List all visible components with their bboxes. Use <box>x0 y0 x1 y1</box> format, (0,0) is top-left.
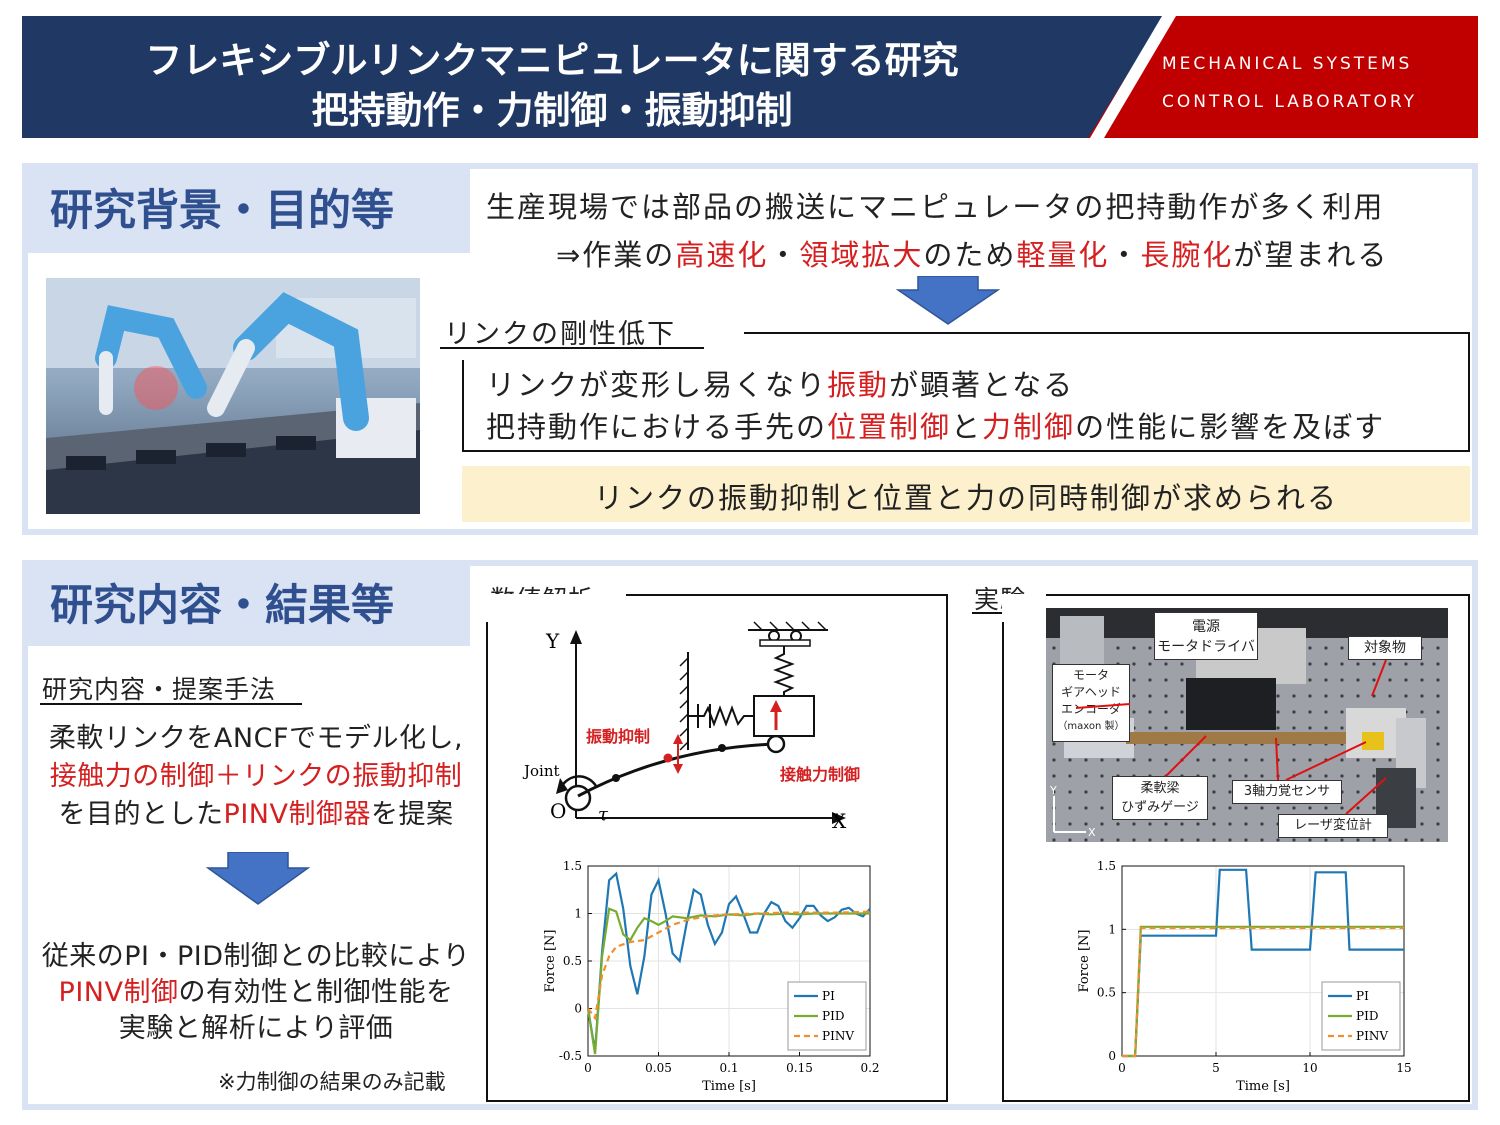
y-tick-label-1: 0 <box>574 1002 582 1016</box>
y-tick-label-0: 0 <box>1108 1049 1116 1063</box>
legend-label-pinv: PINV <box>1356 1029 1388 1043</box>
series-pinv-line <box>587 910 871 1021</box>
legend-label-pid: PID <box>822 1009 844 1023</box>
photo-axis-y: Y <box>1049 784 1057 797</box>
background-tab: 研究背景・目的等 <box>28 169 470 253</box>
rigidity-box <box>462 332 1470 452</box>
lab-name-line1: MECHANICAL SYSTEMS <box>1162 54 1413 74</box>
rigidity-box-left <box>462 360 464 452</box>
analysis-frame-left <box>486 622 488 1102</box>
title-line1: フレキシブルリンクマニピュレータに関する研究 <box>145 39 959 82</box>
y-tick-label-4: 1.5 <box>563 859 582 873</box>
axis-y-label: Y <box>545 629 560 653</box>
legend-label-pi: PI <box>822 989 835 1003</box>
x-tick-label-0: 0 <box>1118 1061 1126 1075</box>
robot-arms-photo <box>46 278 420 514</box>
x-axis-label: Time [s] <box>1236 1079 1290 1094</box>
x-tick-label-2: 10 <box>1302 1061 1317 1075</box>
bg-line2: ⇒作業の高速化・領域拡大のため軽量化・長腕化が望まれる <box>556 238 1389 272</box>
conclusion-text: リンクの振動抑制と位置と力の同時制御が求められる <box>593 481 1338 515</box>
y-tick-label-2: 1 <box>1108 922 1116 936</box>
x-tick-label-1: 5 <box>1212 1061 1220 1075</box>
series-pi-line <box>586 871 871 1052</box>
experiment-frame-top <box>1046 594 1470 596</box>
y-tick-label-3: 1.5 <box>1097 859 1116 873</box>
method-heading: 研究内容・提案手法 <box>42 675 277 704</box>
bg-line1: 生産現場では部品の搬送にマニピュレータの把持動作が多く利用 <box>486 190 1385 224</box>
eval-line3: 実験と解析により評価 <box>118 1013 394 1044</box>
header-red-band <box>1088 16 1478 138</box>
legend-label-pi: PI <box>1356 989 1369 1003</box>
photo-axis-x: X <box>1088 826 1096 839</box>
label-force-sensor: 3軸力覚センサ <box>1232 780 1342 804</box>
note-text: ※力制御の結果のみ記載 <box>218 1070 446 1094</box>
y-tick-label-2: 0.5 <box>563 954 582 968</box>
eval-line1: 従来のPI・PID制御との比較により <box>41 941 471 972</box>
method-underline <box>40 703 302 705</box>
content-tab: 研究内容・結果等 <box>28 566 470 646</box>
axis-x-label: X <box>832 809 847 833</box>
method-line2: 接触力の制御＋リンクの振動抑制 <box>49 761 463 792</box>
vibration-suppression-label: 振動抑制 <box>586 727 650 746</box>
series-pinv-line <box>1122 926 1404 1058</box>
legend-label-pinv: PINV <box>822 1029 854 1043</box>
series-pid-line <box>586 907 870 1055</box>
label-motor: モータギアヘッドエンコーダ（maxon 製） <box>1052 664 1130 742</box>
header-banner: フレキシブルリンクマニピュレータに関する研究 把持動作・力制御・振動抑制 MEC… <box>22 16 1478 138</box>
x-tick-label-2: 0.1 <box>719 1061 738 1075</box>
label-power-driver: 電源モータドライバ <box>1154 612 1258 660</box>
down-arrow-2 <box>206 852 310 905</box>
link-model-diagram: Y X O τ Joint 振動抑制 接触力制御 <box>522 621 860 833</box>
y-tick-label-3: 1 <box>574 907 582 921</box>
method-line1: 柔軟リンクをANCFでモデル化し, <box>48 723 464 754</box>
analysis-frame-top <box>626 594 948 596</box>
rigidity-underline <box>440 347 704 349</box>
down-arrow-1 <box>896 276 1000 325</box>
rigidity-box-top <box>744 332 1470 334</box>
lab-name-line2: CONTROL LABORATORY <box>1162 92 1417 112</box>
conclusion-box <box>462 466 1470 522</box>
method-line3: を目的としたPINV制御器を提案 <box>58 799 454 830</box>
x-tick-label-3: 0.15 <box>786 1061 813 1075</box>
series-pid-line <box>1122 925 1404 1058</box>
experiment-setup-photo: 電源モータドライバ 対象物 モータギアヘッドエンコーダ（maxon 製） 柔軟梁… <box>1046 608 1448 842</box>
y-tick-label-1: 0.5 <box>1097 986 1116 1000</box>
rigidity-heading: リンクの剛性低下 <box>444 319 676 350</box>
experiment-frame-left <box>1002 622 1004 1102</box>
joint-label: Joint <box>522 762 560 780</box>
x-tick-label-0: 0 <box>584 1061 592 1075</box>
legend-label-pid: PID <box>1356 1009 1378 1023</box>
title-line2: 把持動作・力制御・振動抑制 <box>311 89 793 132</box>
rigidity-line2: 把持動作における手先の位置制御と力制御の性能に影響を及ぼす <box>486 410 1386 444</box>
label-flexible-beam: 柔軟梁ひずみゲージ <box>1112 776 1208 820</box>
x-tick-label-3: 15 <box>1396 1061 1411 1075</box>
x-axis-label: Time [s] <box>702 1079 756 1094</box>
contact-force-label: 接触力制御 <box>780 765 860 784</box>
tau-label: τ <box>598 804 609 825</box>
label-laser: レーザ変位計 <box>1278 814 1388 838</box>
plot-area <box>1121 865 1405 1057</box>
label-target: 対象物 <box>1348 636 1422 660</box>
x-tick-label-1: 0.05 <box>645 1061 672 1075</box>
y-axis-label: Force [N] <box>543 930 558 993</box>
eval-line2: PINV制御の有効性と制御性能を <box>58 977 454 1008</box>
y-tick-label-0: -0.5 <box>559 1049 582 1063</box>
y-axis-label: Force [N] <box>1077 930 1092 993</box>
rigidity-line1: リンクが変形し易くなり振動が顕著となる <box>486 368 1075 402</box>
origin-label: O <box>550 799 566 823</box>
analysis-frame <box>486 594 948 1102</box>
x-tick-label-4: 0.2 <box>860 1061 879 1075</box>
